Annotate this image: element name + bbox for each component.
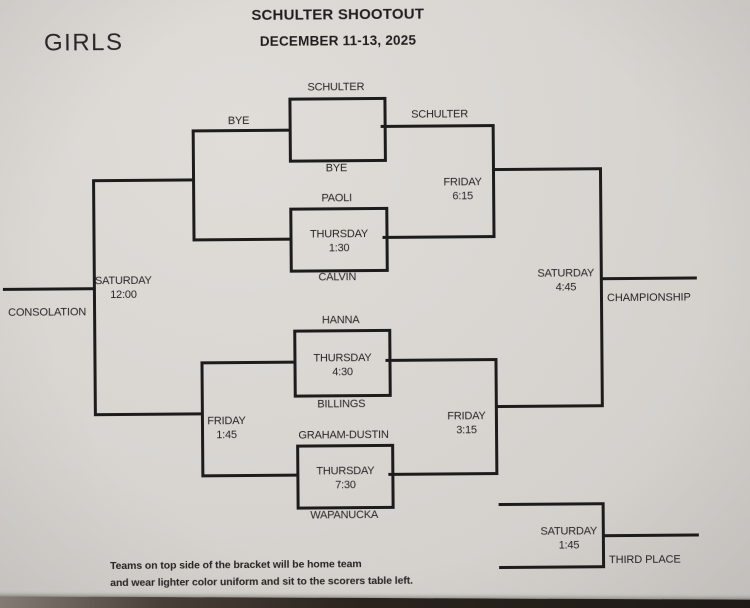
third-place-schedule: SATURDAY 1:45 — [538, 524, 600, 552]
bye-feed-line — [191, 128, 289, 133]
team-billings: BILLINGS — [317, 398, 366, 411]
graham-loser-line — [201, 473, 297, 478]
game-day: SATURDAY — [540, 525, 598, 538]
team-calvin: CALVIN — [318, 271, 357, 284]
game-time: 12:00 — [110, 288, 137, 302]
paoli-winner-line — [382, 235, 496, 239]
game-day: THURSDAY — [313, 352, 372, 365]
game-time: 1:45 — [558, 539, 580, 552]
game-time: 1:30 — [328, 242, 350, 255]
bye-bracket-vertical — [191, 129, 196, 242]
game-day: THURSDAY — [316, 465, 375, 478]
event-dates: DECEMBER 11-13, 2025 — [259, 32, 417, 49]
championship-output-line — [599, 276, 697, 281]
team-hanna: HANNA — [321, 314, 360, 327]
game-box-hanna-billings: THURSDAY 4:30 — [293, 328, 392, 398]
consolation-final-schedule: SATURDAY 12:00 — [86, 274, 161, 303]
game-time: 4:30 — [332, 366, 353, 379]
consolation-label: CONSOLATION — [8, 306, 87, 319]
game-time: 4:45 — [555, 281, 577, 294]
team-graham-dustin: GRAHAM-DUSTIN — [298, 428, 389, 442]
third-place-output-line — [601, 533, 699, 538]
game-day: FRIDAY — [447, 410, 486, 423]
consolation-output-line — [2, 287, 93, 291]
game-day: THURSDAY — [309, 228, 369, 241]
team-paoli: PAOLI — [321, 192, 353, 205]
game-day: FRIDAY — [207, 415, 246, 428]
hanna-winner-line — [385, 358, 498, 362]
team-bye: BYE — [325, 162, 348, 175]
schulter-winner-line — [380, 124, 495, 128]
home-team-note-line2: and wear lighter color uniform and sit t… — [110, 574, 413, 590]
game-time: 6:15 — [452, 190, 474, 203]
semifinal-top-winner-line — [491, 167, 602, 172]
game-time: 1:45 — [216, 429, 237, 442]
game-time: 3:15 — [456, 424, 477, 437]
game-schedule: THURSDAY 7:30 — [299, 464, 391, 493]
third-place-bottom-feed-line — [499, 565, 606, 570]
semifinal-top-schedule: FRIDAY 6:15 — [425, 175, 500, 204]
paoli-loser-line — [192, 237, 290, 242]
hanna-loser-line — [200, 360, 294, 365]
team-schulter: SCHULTER — [307, 81, 365, 94]
game-box-paoli-calvin: THURSDAY 1:30 — [289, 206, 389, 273]
consolation-semifinal-winner-line — [93, 412, 201, 417]
third-place-label: THIRD PLACE — [609, 553, 681, 567]
home-team-note: Teams on top side of the bracket will be… — [110, 556, 413, 592]
game-schedule: THURSDAY 1:30 — [292, 227, 385, 256]
game-day: FRIDAY — [443, 176, 482, 189]
winner-feed-schulter-label: SCHULTER — [411, 108, 469, 121]
championship-vertical — [598, 167, 604, 408]
team-wapanucka: WAPANUCKA — [310, 508, 379, 522]
division-label: GIRLS — [43, 28, 124, 57]
game-day: SATURDAY — [537, 267, 595, 280]
semifinal-bottom-winner-line — [494, 404, 604, 409]
championship-schedule: SATURDAY 4:45 — [535, 266, 597, 294]
game-box-graham-wapanucka: THURSDAY 7:30 — [296, 443, 395, 510]
top-loser-feed-line — [92, 178, 193, 183]
graham-winner-line — [388, 472, 499, 476]
consolation-semifinal-schedule: FRIDAY 1:45 — [189, 414, 264, 443]
loser-feed-bye-label: BYE — [227, 114, 250, 128]
page-title: SCHULTER SHOOTOUT — [251, 5, 425, 24]
game-time: 7:30 — [335, 479, 356, 492]
game-schedule: THURSDAY 4:30 — [296, 351, 388, 380]
game-box-schulter-bye — [288, 96, 387, 163]
semifinal-bottom-schedule: FRIDAY 3:15 — [429, 409, 504, 438]
third-place-top-feed-line — [498, 502, 605, 507]
championship-label: CHAMPIONSHIP — [606, 291, 691, 305]
game-day: SATURDAY — [94, 274, 152, 288]
